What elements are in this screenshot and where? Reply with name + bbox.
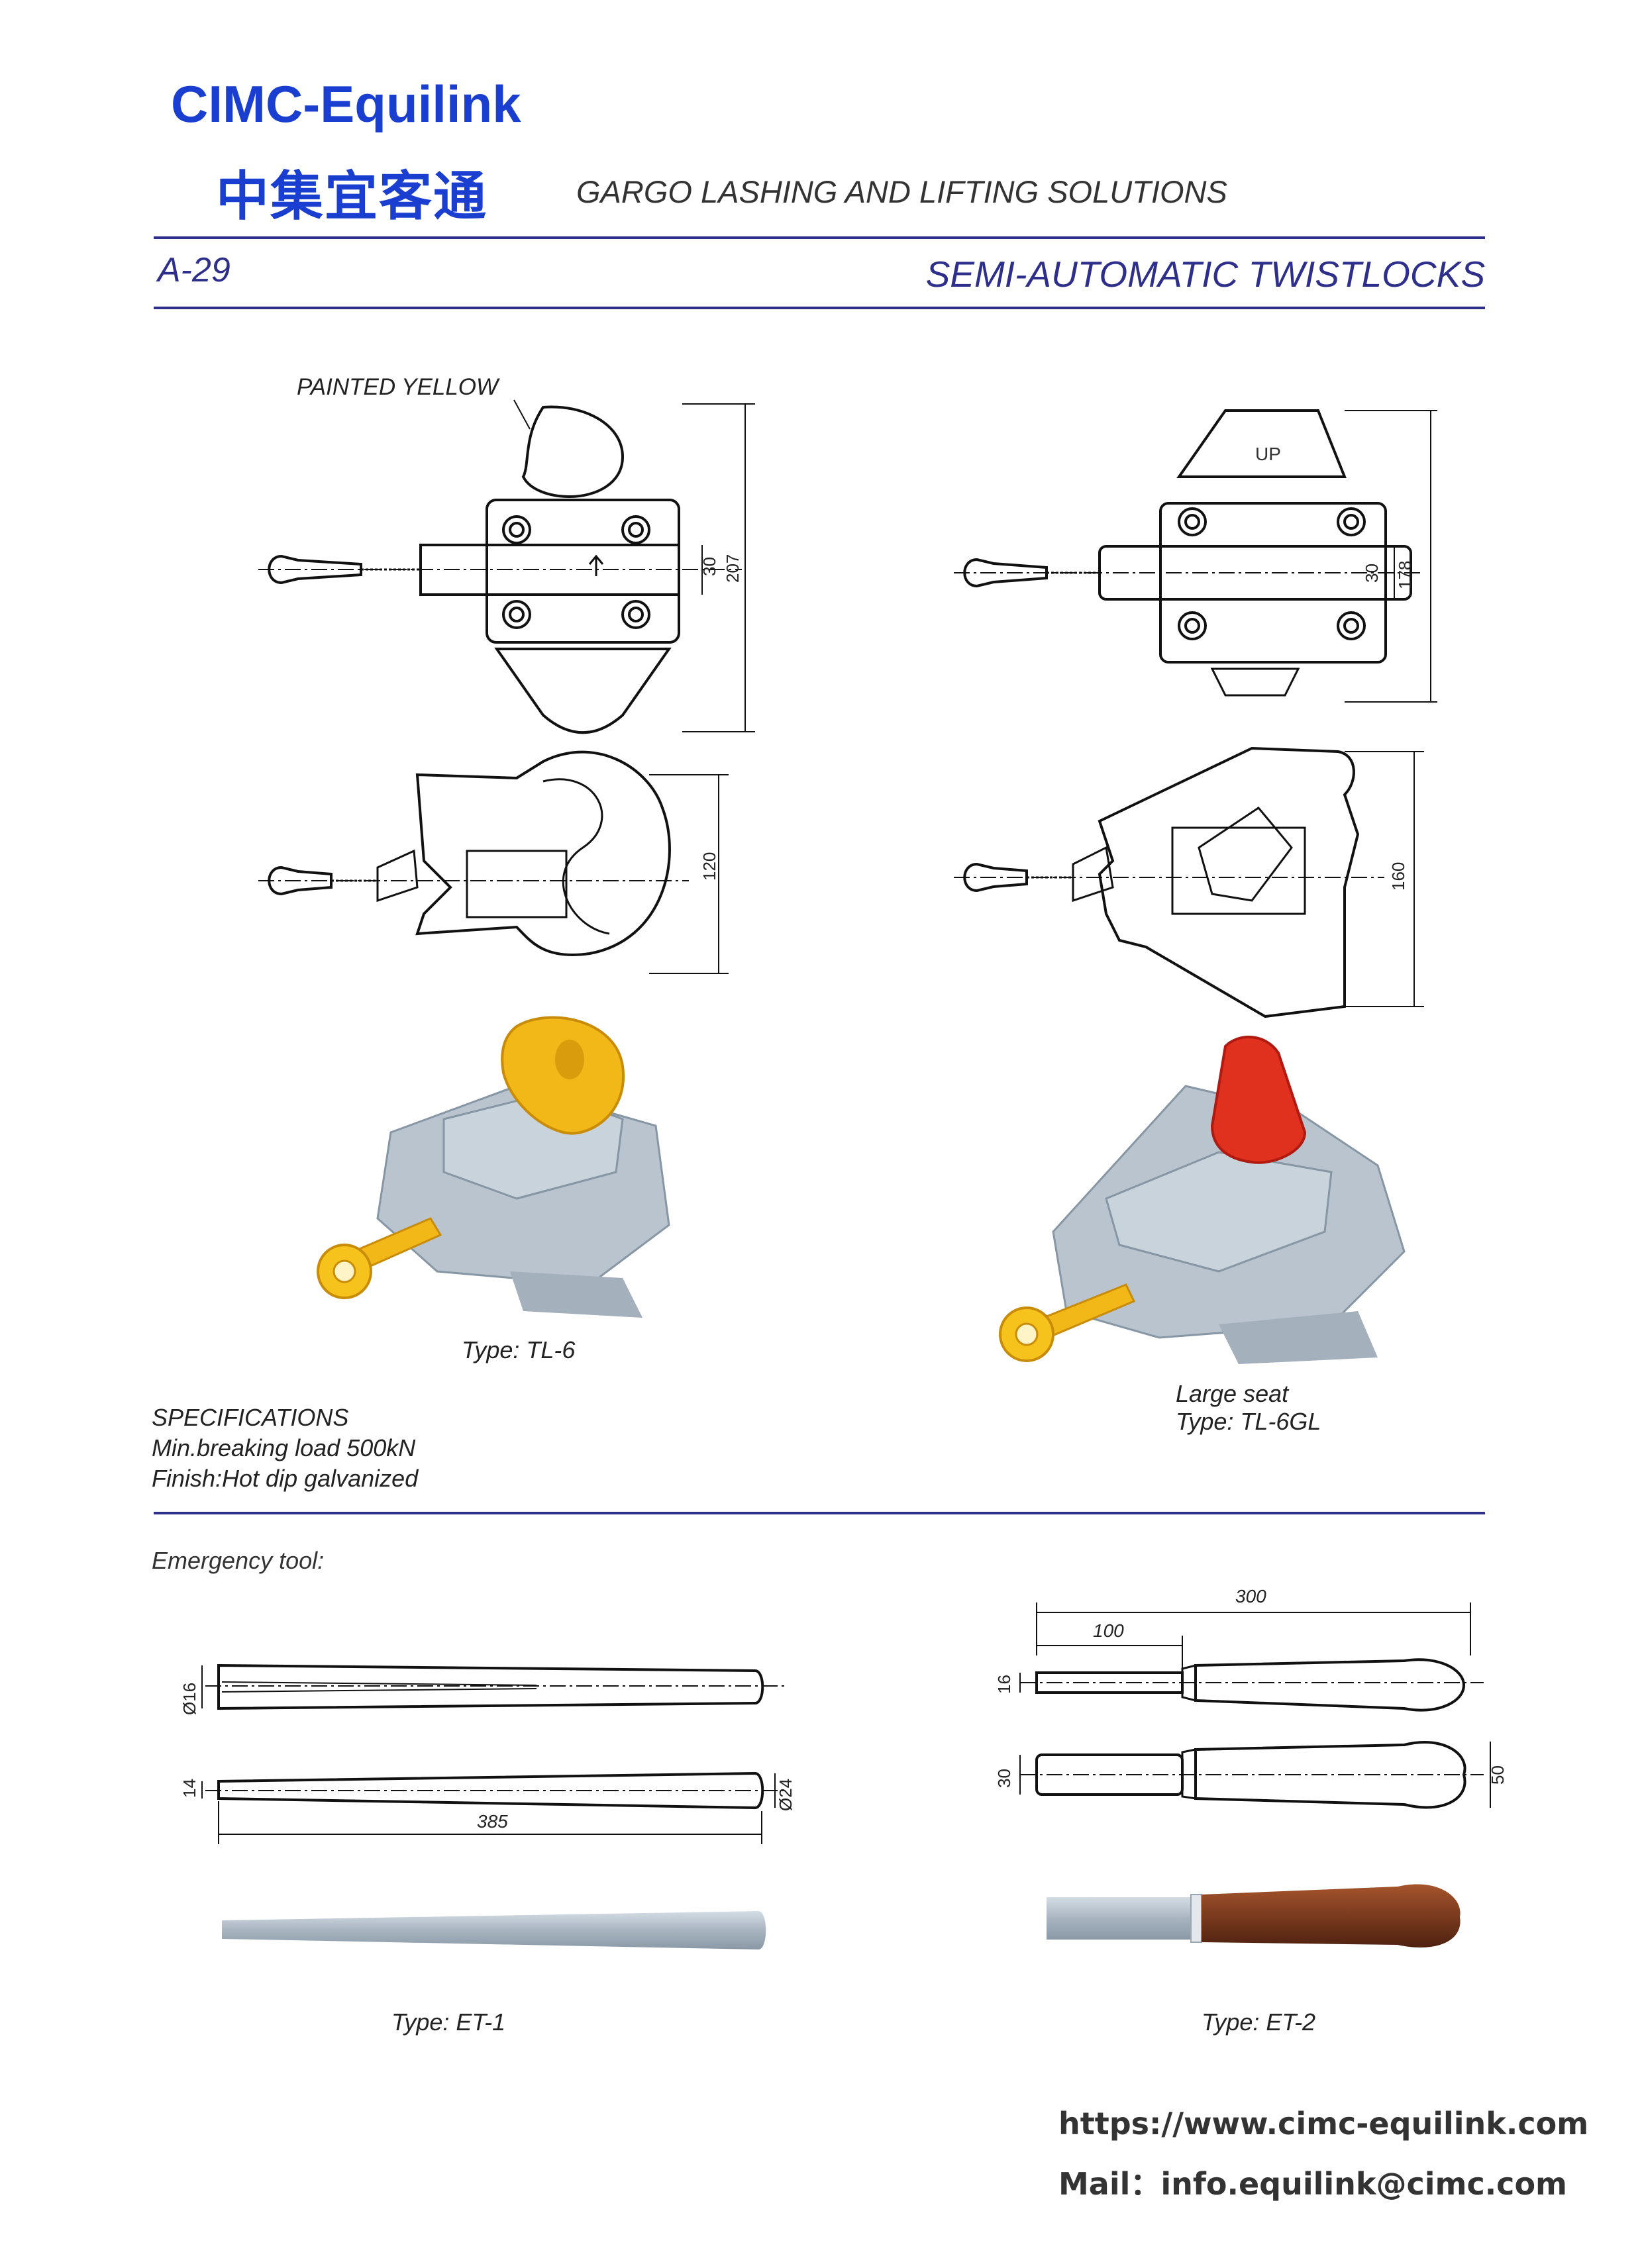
header-rule-top bbox=[154, 236, 1485, 239]
tl6gl-up-cone bbox=[1176, 409, 1347, 478]
et1-dim-385: 385 bbox=[477, 1811, 508, 1832]
et1-dim-d24: Ø24 bbox=[776, 1779, 795, 1811]
tl6gl-pull-ring bbox=[963, 558, 1048, 588]
tl6-product-render bbox=[317, 1016, 670, 1318]
tl6gl-red-handle bbox=[1210, 1036, 1307, 1164]
et1-product-render bbox=[222, 1911, 766, 1949]
tl6-callout-text: PAINTED YELLOW bbox=[297, 374, 500, 400]
brand-chinese-name: 中集宜客通 bbox=[216, 166, 487, 227]
tl6gl-dim-160: 160 bbox=[1388, 862, 1408, 891]
et1-dim-d16: Ø16 bbox=[180, 1683, 199, 1715]
tl6gl-bottom-pull-ring bbox=[963, 862, 1028, 893]
tl6gl-body-outline bbox=[1159, 502, 1387, 664]
et2-dim-50: 50 bbox=[1488, 1765, 1508, 1785]
et2-side-handle bbox=[1194, 1658, 1466, 1712]
footer-email[interactable]: Mail：info.equilink@cimc.com bbox=[1058, 2166, 1567, 2202]
section-divider bbox=[154, 1512, 1485, 1514]
tl6gl-technical-drawing: UP 30 178 160 bbox=[954, 409, 1437, 1018]
tl6gl-product-render bbox=[999, 1036, 1406, 1364]
tl6-dim-207: 207 bbox=[723, 554, 743, 583]
et2-dim-30: 30 bbox=[994, 1769, 1014, 1788]
et1-side-view bbox=[217, 1663, 764, 1710]
et2-steel-shank bbox=[1047, 1897, 1192, 1940]
specifications-block: SPECIFICATIONS Min.breaking load 500kN F… bbox=[152, 1403, 418, 1494]
tl6gl-caption-type: Type: TL-6GL bbox=[1176, 1408, 1321, 1435]
brand-logo-text: CIMC-Equilink bbox=[171, 75, 521, 133]
et1-technical-drawing: Ø16 14 Ø24 385 bbox=[180, 1663, 795, 1844]
tl6gl-up-mark: UP bbox=[1255, 444, 1281, 464]
tl6-bottom-view-outline bbox=[415, 750, 671, 956]
et2-dim-16: 16 bbox=[994, 1675, 1014, 1694]
tl6gl-dim-30: 30 bbox=[1362, 564, 1382, 583]
footer-website[interactable]: https://www.cimc-equilink.com bbox=[1058, 2106, 1589, 2142]
et1-caption: Type: ET-1 bbox=[391, 2008, 506, 2036]
et1-top-view bbox=[217, 1771, 764, 1810]
tl6-technical-drawing: PAINTED YELLOW 30 207 120 bbox=[258, 374, 755, 974]
section-title: SEMI-AUTOMATIC TWISTLOCKS bbox=[925, 254, 1485, 295]
specifications-heading: SPECIFICATIONS bbox=[152, 1404, 349, 1431]
tl6-cone-outline bbox=[494, 648, 672, 734]
tl6-bottom-pull-ring bbox=[268, 865, 333, 896]
et1-dim-14: 14 bbox=[180, 1779, 199, 1798]
tl6-caption: Type: TL-6 bbox=[462, 1336, 576, 1363]
et2-technical-drawing: 300 100 16 30 50 bbox=[994, 1586, 1508, 1809]
et1-steel-bar bbox=[222, 1911, 766, 1949]
page-number: A-29 bbox=[158, 251, 231, 289]
header-rule-bottom bbox=[154, 307, 1485, 309]
et2-caption: Type: ET-2 bbox=[1202, 2008, 1316, 2036]
et2-dim-100: 100 bbox=[1093, 1620, 1124, 1641]
et2-wood-handle bbox=[1202, 1884, 1461, 1948]
spec-finish: Finish:Hot dip galvanized bbox=[152, 1465, 419, 1492]
tl6gl-dim-178: 178 bbox=[1395, 561, 1415, 589]
et2-dim-300: 300 bbox=[1235, 1586, 1266, 1606]
tl6-pull-ring bbox=[268, 554, 362, 585]
emergency-tool-heading: Emergency tool: bbox=[152, 1547, 325, 1574]
tl6-dim-120: 120 bbox=[699, 852, 719, 881]
tl6-knob-shape bbox=[521, 405, 625, 499]
tl6gl-bottom-view-outline bbox=[1098, 746, 1360, 1018]
spec-breaking-load: Min.breaking load 500kN bbox=[152, 1434, 416, 1461]
tl6-dim-30: 30 bbox=[699, 557, 719, 576]
et2-product-render bbox=[1047, 1884, 1461, 1948]
tl6gl-caption-seat: Large seat bbox=[1176, 1380, 1289, 1407]
tagline: GARGO LASHING AND LIFTING SOLUTIONS bbox=[576, 174, 1227, 209]
